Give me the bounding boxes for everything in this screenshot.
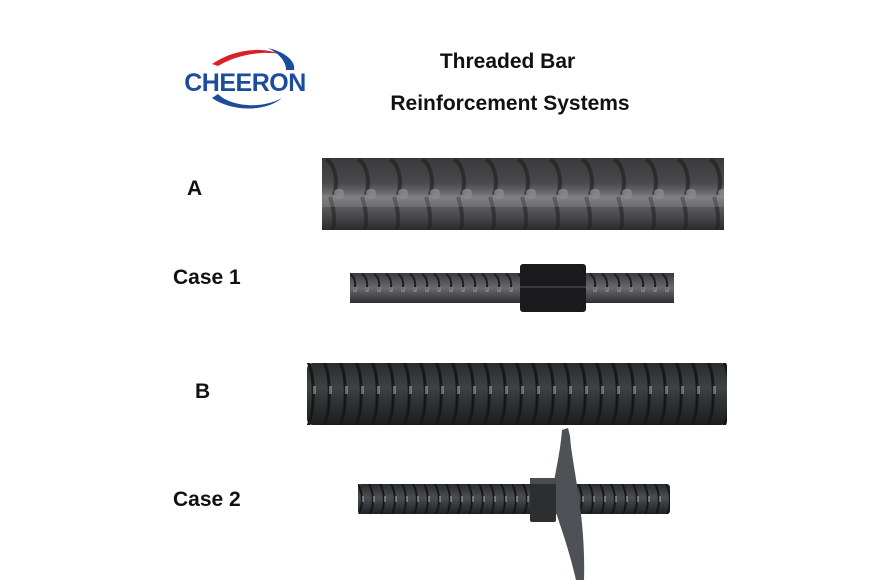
threaded-bar-b-image <box>305 360 729 428</box>
item-label-case-1: Case 1 <box>173 266 241 289</box>
item-label-b: B <box>195 380 211 403</box>
page-title-line-2: Reinforcement Systems <box>390 92 630 115</box>
threaded-bar-a-image <box>320 155 726 233</box>
svg-text:CHEERON: CHEERON <box>184 69 306 97</box>
page-title-line-1: Threaded Bar <box>439 50 576 73</box>
cheeron-logo: CHEERON <box>182 40 308 112</box>
cheeron-logo-icon: CHEERON <box>184 48 306 109</box>
threaded-bar-a-with-coupler-image <box>348 262 676 314</box>
item-label-case-2: Case 2 <box>173 488 241 511</box>
threaded-bar-b-with-nut-and-plate-image <box>356 426 674 580</box>
item-label-a: A <box>187 177 203 200</box>
